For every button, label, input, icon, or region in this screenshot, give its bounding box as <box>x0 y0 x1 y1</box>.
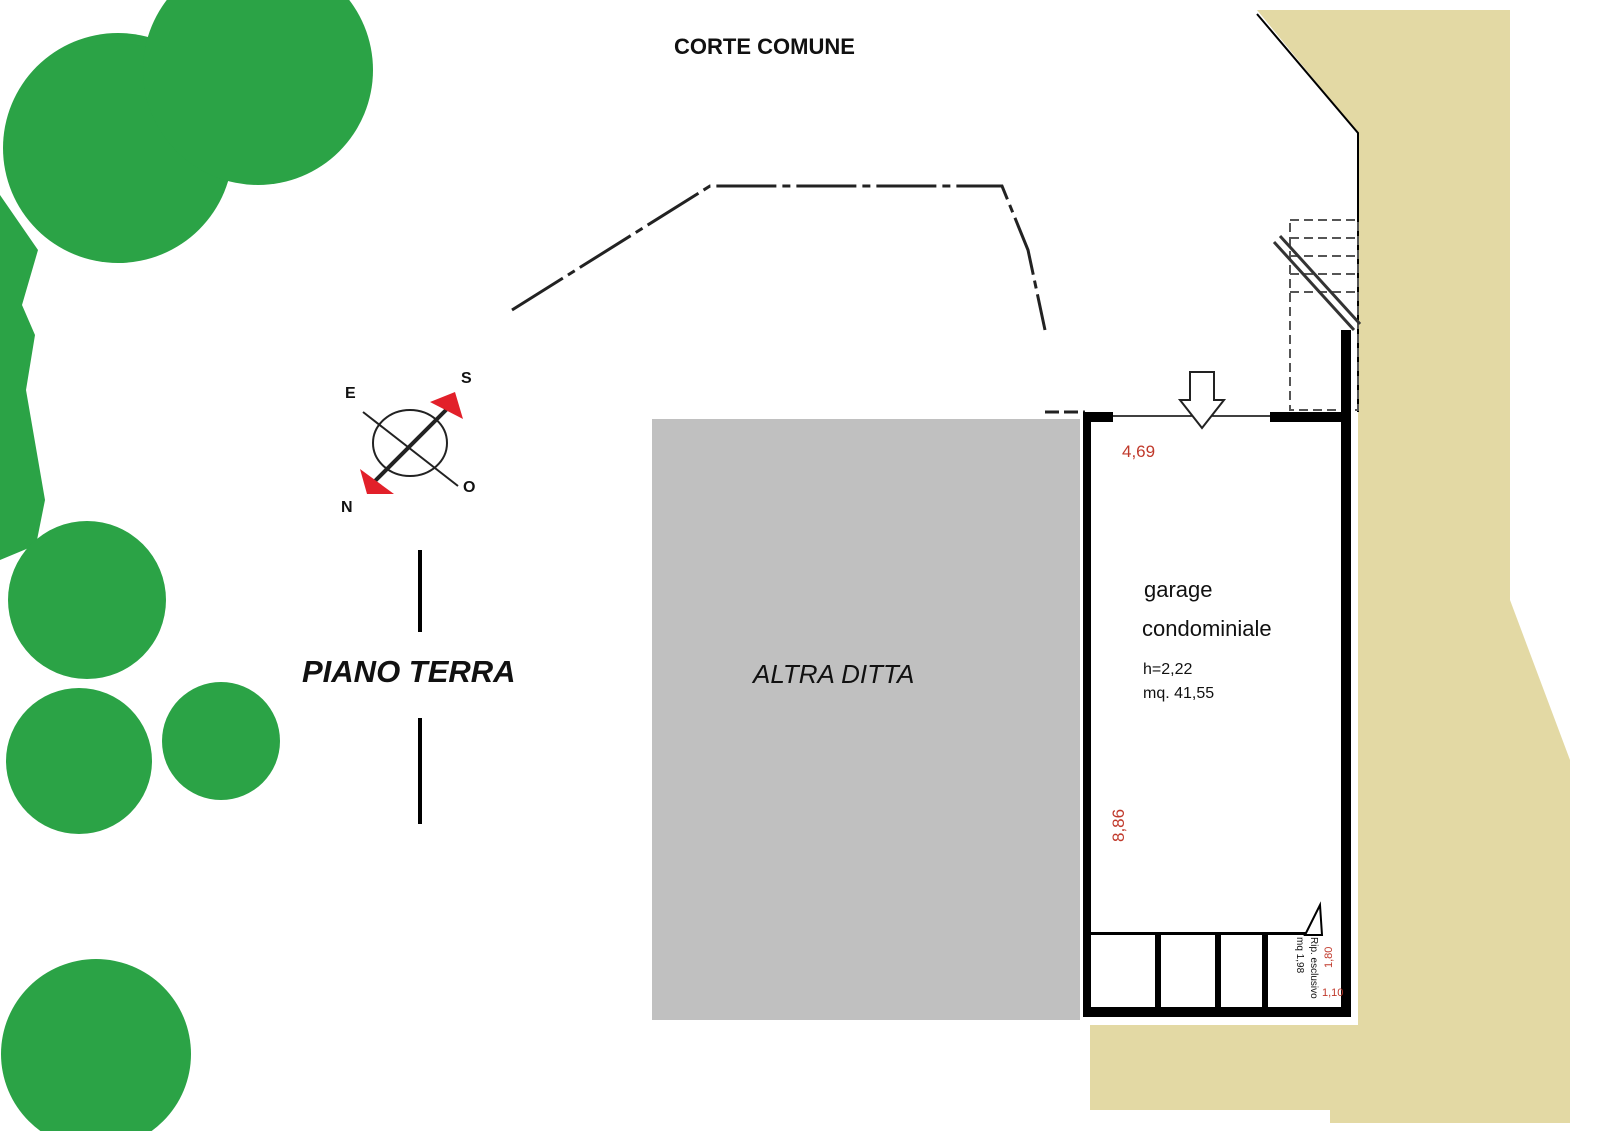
compass: E S O N <box>341 370 475 516</box>
dimension-length: 8,86 <box>1109 809 1128 842</box>
tree <box>143 0 373 185</box>
compass-north: N <box>341 499 353 516</box>
compass-arrow-north <box>360 469 394 494</box>
tree-hedge <box>0 195 45 560</box>
entrance-arrow-icon <box>1177 371 1227 430</box>
compass-east: E <box>345 385 356 402</box>
dimension-closet-width: 1,10 <box>1322 987 1343 999</box>
room-area: mq. 41,55 <box>1143 685 1214 702</box>
room-name-line2: condominiale <box>1142 616 1272 641</box>
dimension-closet-depth: 1,80 <box>1323 947 1335 968</box>
tree <box>6 688 152 834</box>
dimension-width: 4,69 <box>1122 442 1155 461</box>
floor-label: PIANO TERRA <box>302 654 516 689</box>
tree <box>1 959 191 1131</box>
room-name-line1: garage <box>1144 577 1213 602</box>
room-height: h=2,22 <box>1143 661 1192 678</box>
tree <box>8 521 166 679</box>
closet-label-line2: mq 1,98 <box>1294 937 1305 974</box>
tree <box>162 682 280 800</box>
altra-ditta-area <box>652 419 1080 1020</box>
sand-area-right <box>1090 10 1570 1123</box>
closet-label-line1: Rip. esclusivo <box>1308 937 1319 999</box>
altra-ditta-label: ALTRA DITTA <box>751 659 914 689</box>
compass-south: S <box>461 370 472 387</box>
boundary-line <box>1256 13 1359 412</box>
compass-arrow-south <box>430 392 463 419</box>
court-label: CORTE COMUNE <box>674 34 855 59</box>
dashed-outline <box>511 184 1047 331</box>
garage-walls <box>1083 330 1351 1017</box>
compass-west: O <box>463 479 475 496</box>
stair-hatch <box>1272 219 1362 411</box>
trees <box>0 0 373 1131</box>
